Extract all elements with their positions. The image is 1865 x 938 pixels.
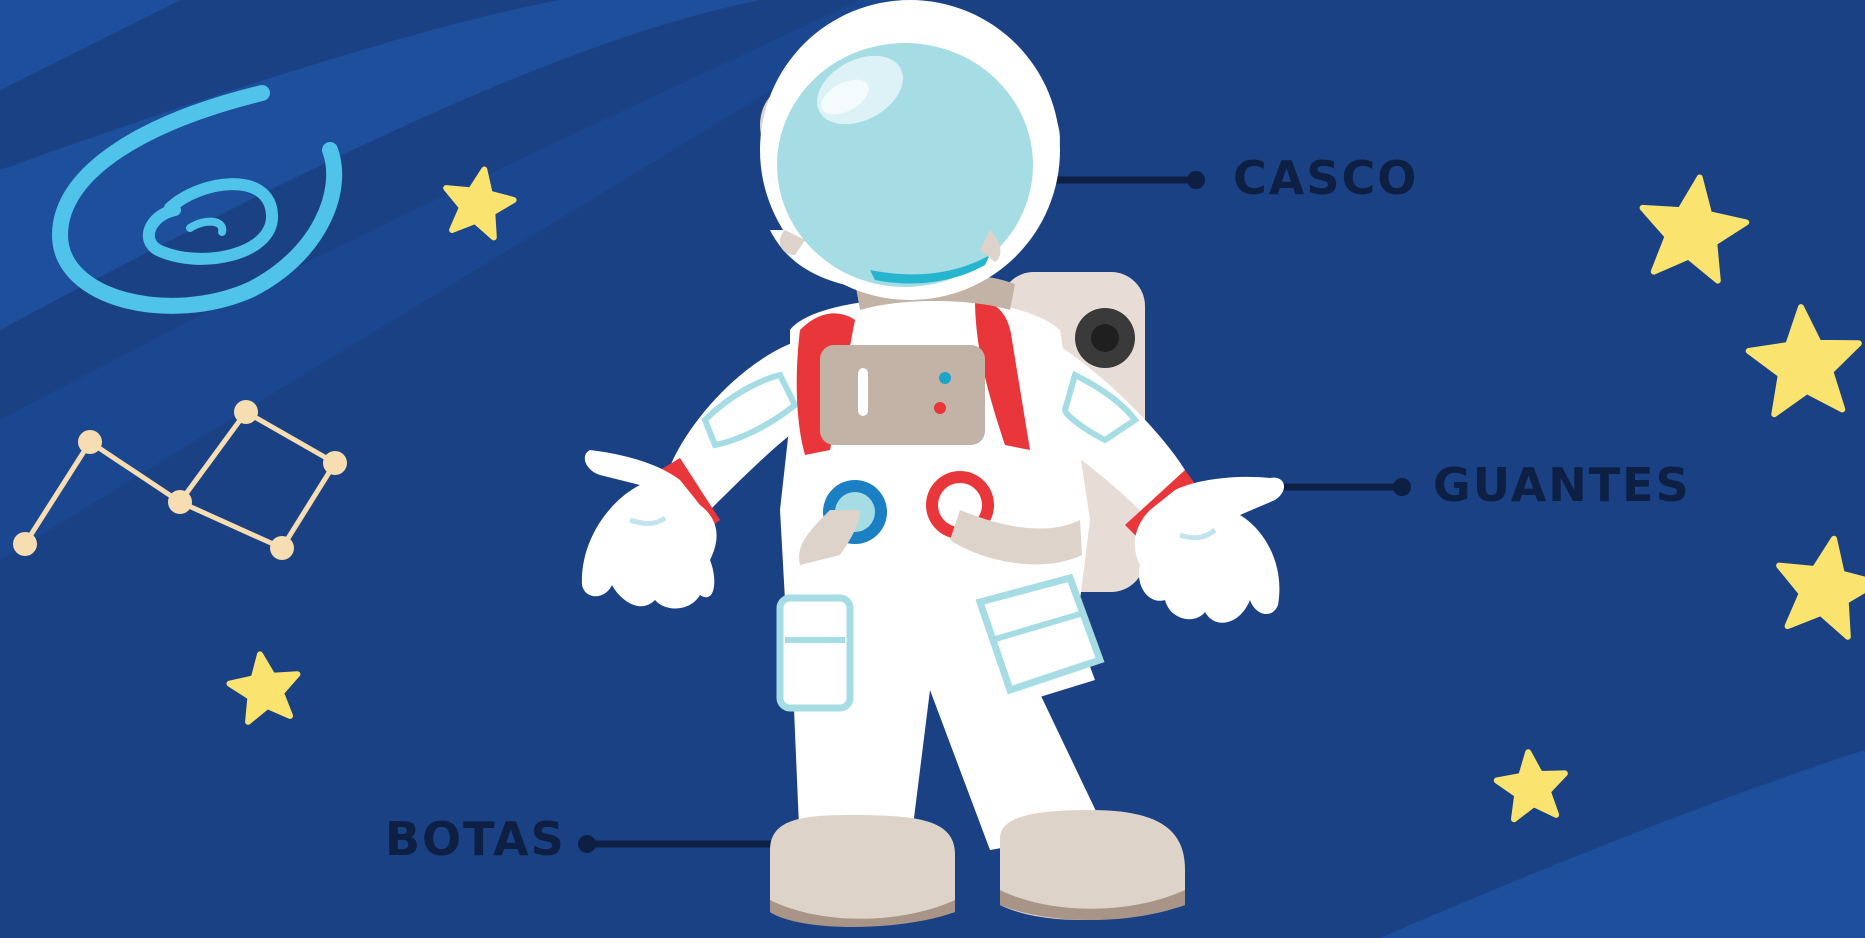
left-pocket — [780, 598, 850, 708]
chest-panel — [820, 345, 985, 445]
star-icon — [1779, 539, 1865, 637]
boots-label: BOTAS — [385, 816, 566, 862]
star-icon — [1749, 307, 1859, 414]
star-icon — [230, 654, 298, 721]
helmet-leader-dot — [1187, 171, 1205, 189]
boots-leader-dot — [578, 835, 596, 853]
left-boot — [770, 815, 955, 926]
star-icon — [1643, 178, 1747, 281]
helmet-label: CASCO — [1233, 155, 1418, 201]
gloves-leader-dot — [1393, 478, 1411, 496]
gloves-label: GUANTES — [1433, 462, 1691, 508]
star-icon — [1497, 752, 1565, 819]
